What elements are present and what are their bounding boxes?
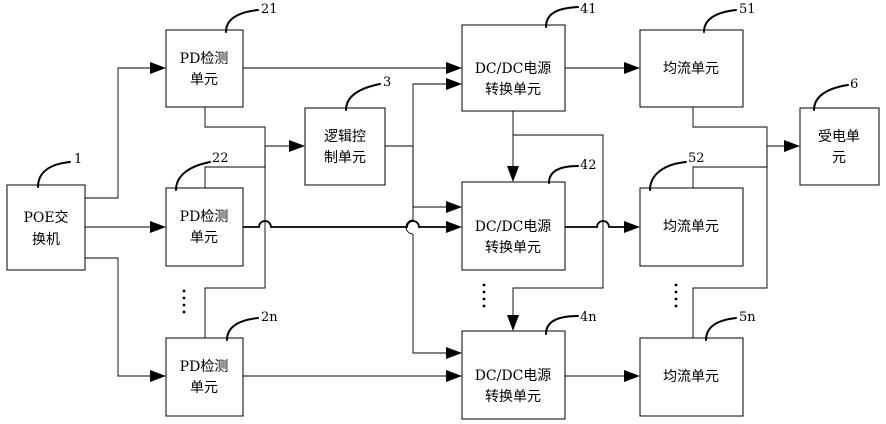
link-logic-dcn-v1 (413, 146, 446, 353)
arrow-into-pd1 (150, 62, 166, 74)
ellipsis-dcdc (483, 284, 486, 308)
arrow-into-eq1 (624, 62, 640, 74)
ref-3: 3 (383, 75, 391, 90)
leader-1 (38, 162, 70, 187)
arrow-into-pdn (150, 370, 166, 382)
current-sharing-unit-52-box: 均流单元 (640, 188, 743, 266)
ref-52: 52 (688, 151, 705, 166)
ref-22: 22 (212, 151, 229, 166)
pdn-label-line1: PD检测 (180, 359, 229, 375)
poe-switch-box: POE交 换机 (7, 185, 85, 270)
logic-control-box: 逻辑控 制单元 (305, 108, 385, 185)
pd1-label-line1: PD检测 (180, 51, 229, 67)
ref-4n: 4n (580, 310, 597, 325)
ref-21: 21 (261, 2, 278, 17)
link-poe-pd1 (85, 68, 150, 198)
arrow-into-eqn (624, 370, 640, 382)
recv-label-line2: 元 (832, 150, 846, 166)
ellipsis-pd (183, 290, 186, 314)
leader-5n (706, 318, 736, 340)
eqn-label: 均流单元 (663, 369, 719, 385)
leader-6 (814, 85, 848, 110)
pdn-label-line2: 单元 (190, 380, 218, 396)
logic-label-line1: 逻辑控 (324, 129, 366, 145)
ref-1: 1 (74, 152, 82, 167)
arrow-into-dc1-b (446, 78, 462, 90)
arrow-into-dcn-top (507, 315, 519, 331)
pd-unit-2n-box: PD检测 单元 (166, 338, 243, 416)
link-logic-dc2 (413, 146, 446, 207)
arrow-into-dcn-b (446, 370, 462, 382)
dcdc-unit-4n-box: DC/DC电源 转换单元 (462, 331, 565, 419)
recv-label-line1: 受电单 (818, 129, 860, 145)
leader-42 (549, 166, 578, 183)
ref-42: 42 (580, 158, 597, 173)
current-sharing-unit-51-box: 均流单元 (640, 30, 743, 107)
dcn-label-line1: DC/DC电源 (475, 368, 552, 384)
ellipsis-eq (675, 284, 678, 308)
arrow-into-dcn-a (446, 347, 462, 359)
power-receiving-unit-box: 受电单 元 (800, 108, 879, 185)
pd-unit-21-box: PD检测 单元 (166, 30, 243, 107)
ref-51: 51 (739, 2, 756, 17)
dc1-label-line2: 转换单元 (485, 81, 541, 98)
arrow-into-recv (784, 140, 800, 152)
pd1-label-line2: 单元 (190, 72, 218, 88)
pd2-label-line2: 单元 (190, 230, 218, 246)
dcdc-unit-42-box: DC/DC电源 转换单元 (462, 182, 565, 270)
ref-41: 41 (580, 2, 597, 17)
link-dc2-eq2 (565, 221, 624, 227)
leader-2n (227, 318, 258, 340)
arrow-into-dc2-a (446, 201, 462, 213)
arrow-into-pd2 (150, 221, 166, 233)
poe-label-line1: POE交 (23, 209, 68, 226)
pd2-label-line1: PD检测 (180, 209, 229, 225)
leader-3 (346, 84, 380, 110)
dcn-label-line2: 转换单元 (485, 388, 541, 405)
dc1-label-line1: DC/DC电源 (475, 61, 552, 77)
dc2-label-line1: DC/DC电源 (475, 219, 552, 235)
link-pd2-dc2 (243, 221, 446, 227)
logic-label-line2: 制单元 (324, 150, 366, 166)
arrow-into-eq2 (624, 221, 640, 233)
arrow-into-logic (289, 140, 305, 152)
dc2-label-line2: 转换单元 (485, 239, 541, 256)
link-eq1-bus (693, 107, 767, 146)
arrow-into-dc2-top (507, 166, 519, 182)
ref-5n: 5n (739, 310, 756, 325)
pd-unit-22-box: PD检测 单元 (166, 188, 243, 266)
link-poe-pdn (85, 258, 150, 376)
arrow-into-dc2-b (446, 221, 462, 233)
ref-6: 6 (850, 77, 858, 92)
link-logic-dc1 (413, 84, 446, 146)
arrow-into-dc1-a (446, 62, 462, 74)
eq1-label: 均流单元 (663, 61, 719, 77)
ref-2n: 2n (261, 310, 278, 325)
leader-21 (226, 10, 258, 32)
poe-label-line2: 换机 (32, 231, 60, 248)
link-pd1-logic (205, 107, 265, 146)
current-sharing-unit-5n-box: 均流单元 (640, 338, 743, 416)
eq2-label: 均流单元 (663, 219, 719, 235)
dcdc-unit-41-box: DC/DC电源 转换单元 (462, 25, 565, 111)
leader-41 (546, 7, 578, 27)
leader-51 (704, 10, 736, 32)
leader-52 (650, 162, 686, 190)
